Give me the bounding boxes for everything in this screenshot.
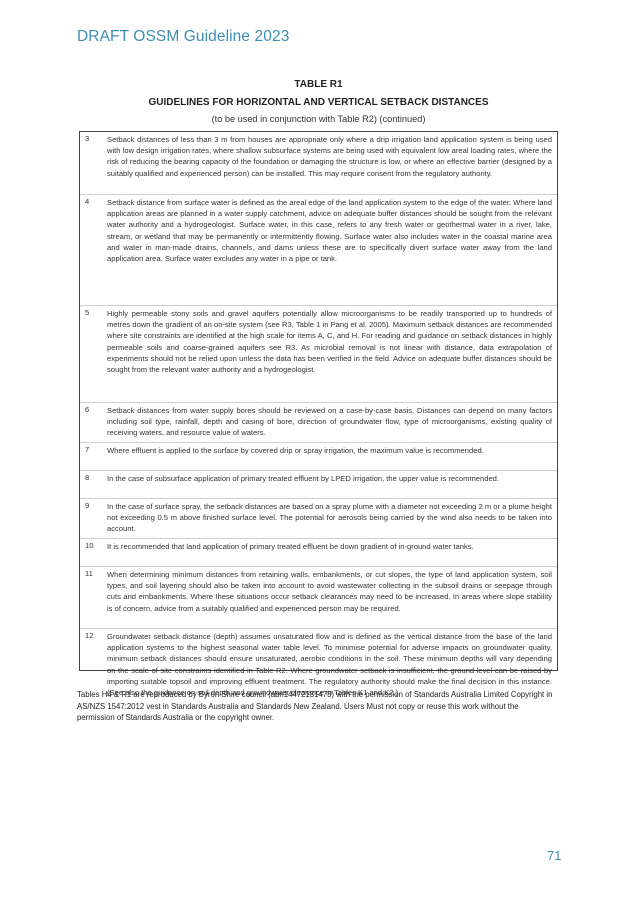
- note-text: When determining minimum distances from …: [107, 570, 552, 613]
- note-text: Setback distances of less than 3 m from …: [107, 135, 552, 178]
- note-row: 5 Highly permeable stony soils and grave…: [80, 305, 557, 403]
- note-row: 10 It is recommended that land applicati…: [80, 538, 557, 567]
- note-number: 4: [85, 197, 90, 206]
- note-row: 12 Groundwater setback distance (depth) …: [80, 628, 557, 697]
- note-number: 12: [85, 631, 94, 640]
- note-text: Groundwater setback distance (depth) ass…: [107, 632, 552, 698]
- note-row: 11 When determining minimum distances fr…: [80, 566, 557, 629]
- table-title: TABLE R1: [294, 79, 343, 90]
- table-subtitle: GUIDELINES FOR HORIZONTAL AND VERTICAL S…: [148, 97, 489, 108]
- note-number: 5: [85, 308, 90, 317]
- notes-table: 3 Setback distances of less than 3 m fro…: [79, 131, 558, 697]
- note-number: 11: [85, 569, 93, 578]
- table-note: (to be used in conjunction with Table R2…: [211, 114, 426, 124]
- note-row: 6 Setback distances from water supply bo…: [80, 402, 557, 443]
- note-number: 9: [85, 501, 90, 510]
- note-text: Where effluent is applied to the surface…: [107, 446, 484, 455]
- note-number: 10: [85, 541, 94, 550]
- note-row: 8 In the case of subsurface application …: [80, 470, 557, 499]
- note-number: 6: [85, 405, 90, 414]
- note-text: In the case of subsurface application of…: [107, 474, 499, 483]
- note-text: Highly permeable stony soils and gravel …: [107, 309, 552, 375]
- note-text: It is recommended that land application …: [107, 542, 474, 551]
- note-number: 3: [85, 134, 90, 143]
- note-number: 8: [85, 473, 90, 482]
- note-number: 7: [85, 445, 90, 454]
- page-number: 71: [547, 848, 562, 863]
- note-row: 4 Setback distance from surface water is…: [80, 194, 557, 306]
- note-row: 3 Setback distances of less than 3 m fro…: [80, 132, 557, 194]
- note-row: 7 Where effluent is applied to the surfa…: [80, 442, 557, 471]
- document-header: DRAFT OSSM Guideline 2023: [77, 28, 290, 45]
- note-text: Setback distances from water supply bore…: [107, 406, 552, 438]
- copyright-footnote: Tables H4 & R1 are reproduced by Byron S…: [77, 690, 553, 723]
- note-text: In the case of surface spray, the setbac…: [107, 502, 552, 534]
- note-text: Setback distance from surface water is d…: [107, 198, 552, 264]
- note-row: 9 In the case of surface spray, the setb…: [80, 498, 557, 539]
